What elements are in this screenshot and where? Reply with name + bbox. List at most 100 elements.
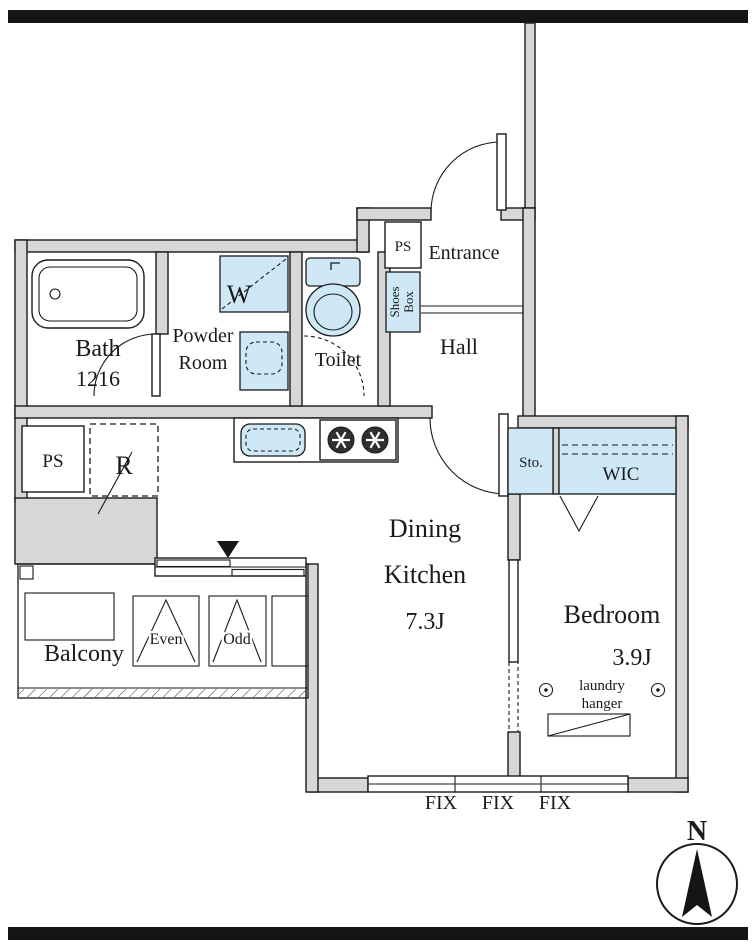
- entrance-label: Entrance: [428, 242, 499, 264]
- fix-label-1: FIX: [425, 792, 458, 814]
- partition-odd-label: Odd: [223, 631, 251, 648]
- pipe-space-left-label: PS: [42, 451, 63, 472]
- toilet-bowl-inner: [313, 293, 353, 331]
- site-boundary-top: [8, 10, 748, 23]
- toilet-room: [303, 257, 365, 397]
- stove-burner-right: [361, 426, 389, 454]
- powder-room-label-2: Room: [179, 352, 228, 374]
- bathtub-inner-line: [38, 266, 138, 322]
- shoes-box-label: Shoes Box: [387, 286, 416, 317]
- pipe-space-top-box: [384, 221, 422, 269]
- balcony-window-pane-left: [156, 559, 231, 568]
- partition-even-triangle: [136, 598, 196, 663]
- wall-dk-bedroom-top: [507, 493, 521, 561]
- refrigerator-door-line: [97, 451, 133, 515]
- wall-closet-top: [517, 415, 689, 429]
- kitchen: [233, 417, 399, 463]
- north-label: N: [687, 816, 707, 847]
- bath-room: [31, 259, 161, 397]
- wall-dk-left: [305, 563, 319, 793]
- laundry-hanger-label-2: hanger: [582, 696, 623, 712]
- toilet-tank: [305, 257, 361, 287]
- wall-entrance-top-left: [356, 207, 432, 221]
- wall-right-outer: [675, 415, 689, 793]
- toilet-label: Toilet: [315, 349, 362, 371]
- balcony-window: [154, 541, 307, 577]
- bath-door-swing-arc: [93, 333, 157, 397]
- shoes-box: [385, 271, 421, 333]
- bathtub-drain: [49, 288, 61, 300]
- washing-machine-label: W: [227, 280, 252, 309]
- dk-label-1: Dining: [389, 514, 461, 543]
- balcony-service-hatch-box: [24, 592, 115, 641]
- bath-size-label: 1216: [76, 366, 120, 391]
- laundry-hanger-bar-diagonal: [547, 713, 631, 737]
- bedroom-details: [538, 682, 666, 737]
- entrance-hall: [384, 133, 523, 497]
- vanity-sink-dash: [245, 341, 283, 375]
- balcony-edge-hatch: [19, 689, 307, 697]
- bath-door-leaf: [151, 333, 161, 397]
- bedroom-label: Bedroom: [564, 600, 661, 629]
- laundry-hanger-bar: [547, 713, 631, 737]
- stove-burner-left: [327, 426, 355, 454]
- pipe-space-left-box: [21, 425, 85, 493]
- storage-label: Sto.: [519, 455, 543, 471]
- bedroom-size-label: 3.9J: [612, 645, 651, 671]
- balcony-drain-box: [19, 565, 34, 580]
- shoes-box-label-2: Box: [401, 291, 416, 313]
- wall-top-left: [14, 239, 370, 253]
- wic-box: [558, 427, 677, 495]
- wall-wetrooms-bottom: [14, 405, 433, 419]
- wall-top-connector: [524, 22, 536, 210]
- labels: Bath 1216 Powder Room Toilet Entrance Ha…: [42, 239, 707, 847]
- partition-even-label: Even: [150, 631, 183, 648]
- wall-powder-toilet: [289, 251, 303, 407]
- wall-sto-wic-divider: [552, 427, 560, 495]
- wall-hall-right: [522, 207, 536, 425]
- wall-dk-bedroom-bottom: [507, 731, 521, 779]
- wall-left-block: [14, 497, 158, 565]
- entry-door-leaf: [496, 133, 507, 211]
- dk-size-label: 7.3J: [405, 609, 444, 635]
- partition-even-box: [132, 595, 200, 667]
- bath-label: Bath: [75, 336, 120, 362]
- powder-room: [219, 255, 289, 391]
- refrigerator-space-dash: [89, 423, 159, 497]
- balcony-window-pane-right: [231, 568, 305, 577]
- north-arrow: [682, 849, 712, 917]
- closets: [507, 427, 677, 533]
- vanity-cabinet: [239, 331, 289, 391]
- sliding-door-open-dash: [508, 661, 519, 733]
- window-marker-triangle: [217, 541, 239, 558]
- hall-door-swing-arc: [429, 417, 507, 495]
- balcony-label: Balcony: [44, 641, 124, 667]
- dk-bedroom-sliding-door: [508, 559, 519, 733]
- wic-label: WIC: [603, 464, 640, 485]
- compass: [656, 843, 738, 925]
- laundry-hook-left-dot: [544, 688, 548, 692]
- bathtub: [31, 259, 145, 329]
- entry-door-swing-arc: [430, 141, 502, 213]
- fix-label-2: FIX: [482, 792, 515, 814]
- laundry-hook-left: [538, 682, 554, 698]
- kitchen-sink: [240, 423, 306, 457]
- washing-machine-space: [219, 255, 289, 313]
- refrigerator-label: R: [115, 451, 133, 480]
- sliding-door-panel: [508, 559, 519, 663]
- laundry-hook-right: [650, 682, 666, 698]
- shoes-box-label-1: Shoes: [387, 286, 402, 317]
- walls: [14, 22, 689, 793]
- storage-box: [507, 427, 554, 495]
- toilet-faucet-icon: [330, 262, 340, 270]
- fix-label-3: FIX: [539, 792, 572, 814]
- powder-room-label-1: Powder: [172, 325, 233, 347]
- toilet-bowl: [305, 283, 361, 337]
- partition-odd-triangle: [212, 598, 262, 663]
- laundry-hook-right-dot: [656, 688, 660, 692]
- laundry-hanger-label-1: laundry: [579, 678, 625, 694]
- site-boundary-bottom: [8, 927, 748, 940]
- partition-hatch-box: [271, 595, 309, 667]
